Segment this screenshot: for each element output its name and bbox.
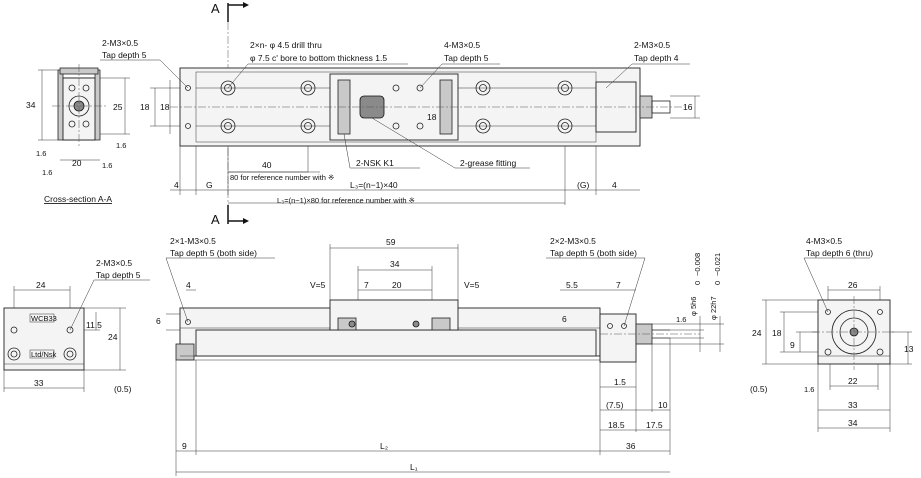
front-view: 2×1-M3×0.5 Tap depth 5 (both side) 2×2-M… — [156, 236, 724, 476]
right-dim-33: 33 — [848, 400, 858, 410]
right-dim-24: 24 — [752, 328, 762, 338]
dim-ref-80: 80 for reference number with ※ — [230, 173, 334, 182]
plate-label-1: WCB33 — [31, 314, 57, 323]
right-dim-22: 22 — [848, 376, 858, 386]
left-dim-33: 33 — [34, 378, 44, 388]
front-dim-59: 59 — [386, 237, 396, 247]
front-dim-shaft2-tol: −0.021 — [713, 253, 722, 276]
right-end-view: 4-M3×0.5 Tap depth 6 (thru) 26 18 24 9 1… — [750, 236, 914, 432]
front-dim-34: 34 — [390, 259, 400, 269]
dim-height-34: 34 — [26, 100, 36, 110]
section-letter-bottom: A — [211, 212, 220, 227]
right-dim-18: 18 — [772, 328, 782, 338]
note-right-tap-1: 2-M3×0.5 — [634, 40, 670, 50]
left-dim-24: 24 — [36, 280, 46, 290]
front-dim-shaft1-zero: 0 — [693, 281, 702, 285]
front-dim-6: 6 — [156, 316, 161, 326]
top-view: 2-M3×0.5 Tap depth 5 2×n- φ 4.5 drill th… — [100, 38, 700, 205]
dim-l3: L₃=(n−1)×40 — [350, 180, 398, 190]
dim-16: 16 — [683, 102, 693, 112]
front-dim-shaft1-tol: −0.008 — [693, 253, 702, 276]
note-grease: 2-grease fitting — [460, 158, 516, 168]
front-dim-v5-b: V=5 — [464, 280, 480, 290]
note-left-tap-1: 2-M3×0.5 — [102, 38, 138, 48]
front-dim-4: 4 — [186, 280, 191, 290]
dim-1-6-b: 1.6 — [116, 141, 126, 150]
note-left-tap-2: Tap depth 5 — [102, 50, 147, 60]
right-note-2: Tap depth 6 (thru) — [806, 248, 873, 258]
dim-4-a: 4 — [174, 180, 179, 190]
left-dim-24-h: 24 — [108, 332, 118, 342]
front-dim-20: 20 — [392, 280, 402, 290]
right-dim-0-5: (0.5) — [750, 384, 768, 394]
dim-pitch-40: 40 — [262, 160, 272, 170]
dim-18-c: 18 — [427, 112, 437, 122]
front-dim-18-5: 18.5 — [608, 420, 625, 430]
right-dim-26: 26 — [848, 280, 858, 290]
front-dim-6-r: 6 — [562, 314, 567, 324]
front-dim-7-5: (7.5) — [606, 400, 624, 410]
front-dim-36: 36 — [626, 441, 636, 451]
front-note-right-1: 2×2-M3×0.5 — [550, 236, 596, 246]
dim-1-6-a: 1.6 — [36, 149, 46, 158]
front-dim-shaft2-zero: 0 — [713, 281, 722, 285]
front-note-right-2: Tap depth 5 (both side) — [550, 248, 637, 258]
right-note-1: 4-M3×0.5 — [806, 236, 842, 246]
right-dim-13: 13 — [904, 344, 914, 354]
dim-l3-ref: L₃=(n−1)×80 for reference number with ※ — [277, 196, 415, 205]
note-drill-1: 2×n- φ 4.5 drill thru — [250, 40, 322, 50]
front-note-left-2: Tap depth 5 (both side) — [170, 248, 257, 258]
front-dim-shaft2: φ 22h7 — [709, 296, 718, 320]
front-dim-9: 9 — [182, 441, 187, 451]
bore-holes — [220, 80, 573, 134]
front-dim-v5-a: V=5 — [310, 280, 326, 290]
dim-18-b: 18 — [160, 102, 170, 112]
dim-4-b: 4 — [612, 180, 617, 190]
left-note-2: Tap depth 5 — [96, 270, 141, 280]
dim-18-a: 18 — [140, 102, 150, 112]
cross-section-caption: Cross-section A-A — [44, 194, 112, 204]
front-note-left-1: 2×1-M3×0.5 — [170, 236, 216, 246]
note-center-tap-1: 4-M3×0.5 — [444, 40, 480, 50]
note-center-tap-2: Tap depth 5 — [444, 53, 489, 63]
left-end-view: WCB33 Ltd/Nsk 24 2-M3×0.5 Tap depth 5 11… — [3, 258, 150, 394]
front-dim-l1: L₁ — [410, 462, 418, 472]
section-marker-bottom: A — [211, 205, 249, 227]
note-right-tap-2: Tap depth 4 — [634, 53, 679, 63]
front-dim-7: 7 — [364, 280, 369, 290]
dim-1-6-d: 1.6 — [102, 161, 112, 170]
front-dim-1-5: 1.5 — [614, 377, 626, 387]
front-dim-l2: L₂ — [380, 441, 388, 451]
section-letter-top: A — [211, 1, 220, 16]
right-dim-1-6: 1.6 — [804, 385, 814, 394]
dim-1-6-c: 1.6 — [42, 168, 52, 177]
left-dim-11-5: 11.5 — [86, 320, 102, 330]
right-dim-9: 9 — [790, 340, 795, 350]
dim-g: G — [206, 180, 213, 190]
note-nsk: 2-NSK K1 — [356, 158, 394, 168]
right-dim-34: 34 — [848, 418, 858, 428]
front-dim-shaft1: φ 5h6 — [689, 297, 698, 316]
plate-label-2: Ltd/Nsk — [31, 350, 57, 359]
note-drill-2: φ 7.5 c' bore to bottom thickness 1.5 — [250, 53, 387, 63]
front-dim-7-r: 7 — [616, 280, 621, 290]
cross-section-view: 34 25 20 1.6 1.6 1.6 1.6 Cross-section A… — [26, 64, 130, 204]
left-dim-0-5: (0.5) — [114, 384, 132, 394]
dim-25: 25 — [113, 102, 123, 112]
front-dim-5-5: 5.5 — [566, 280, 578, 290]
left-note-1: 2-M3×0.5 — [96, 258, 132, 268]
front-dim-10: 10 — [658, 400, 668, 410]
front-dim-1-6: 1.6 — [676, 315, 686, 324]
front-dim-17-5: 17.5 — [646, 420, 663, 430]
dim-20: 20 — [72, 158, 82, 168]
section-marker-top: A — [211, 1, 249, 22]
dim-g2: (G) — [577, 180, 589, 190]
